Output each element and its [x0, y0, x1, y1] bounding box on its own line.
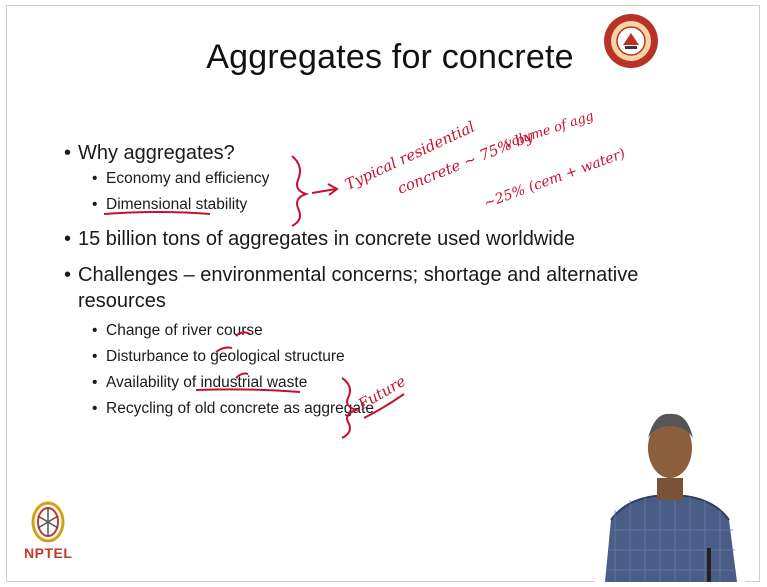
bullet-river: •Change of river course: [92, 322, 263, 339]
presenter-video: [595, 400, 745, 582]
nptel-label: NPTEL: [24, 545, 73, 561]
slide-frame: [6, 5, 760, 582]
nptel-logo-icon: [31, 501, 65, 543]
bullet-availability: •Availability of industrial waste: [92, 374, 308, 391]
bullet-challenges-continued: resources: [78, 290, 166, 312]
bullet-disturbance: •Disturbance to geological structure: [92, 348, 345, 365]
slide-title: Aggregates for concrete: [206, 38, 574, 76]
bullet-recycling: •Recycling of old concrete as aggregate: [92, 400, 374, 417]
bullet-why-aggregates: •Why aggregates?: [64, 142, 235, 164]
bullet-economy: •Economy and efficiency: [92, 170, 270, 187]
bullet-dimensional: •Dimensional stability: [92, 196, 248, 213]
bullet-challenges: •Challenges – environmental concerns; sh…: [64, 264, 639, 286]
institute-logo-icon: [604, 14, 658, 68]
bullet-billion-tons: •15 billion tons of aggregates in concre…: [64, 228, 575, 250]
